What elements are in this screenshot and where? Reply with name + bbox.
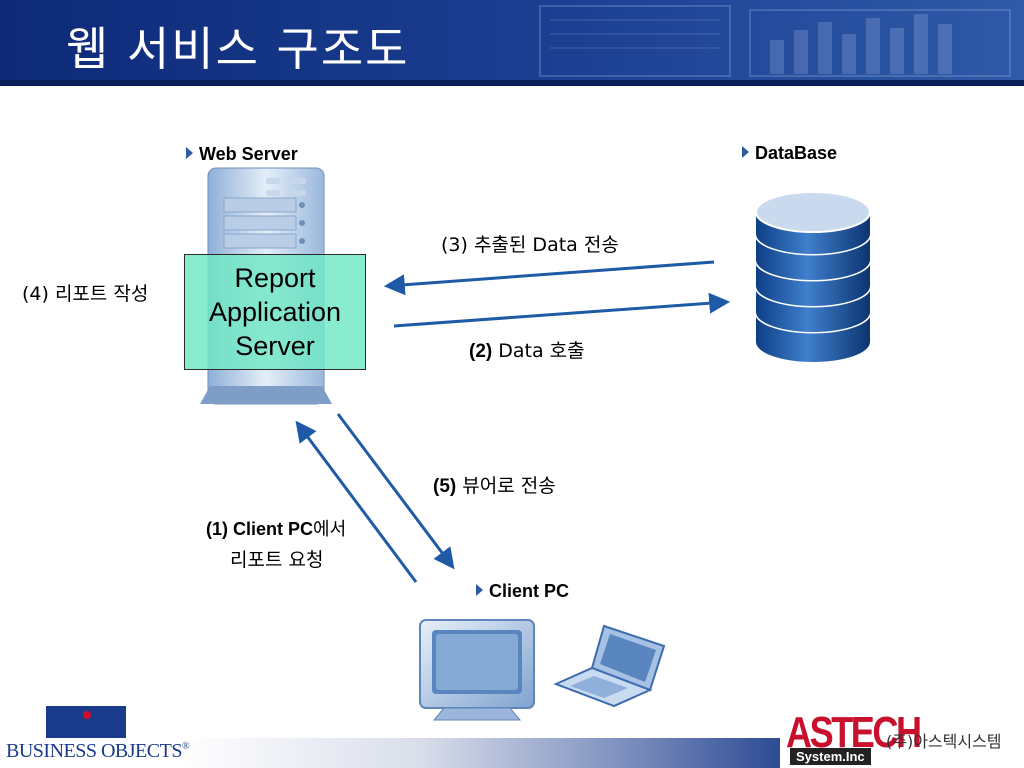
- arrow-client-request: [295, 420, 418, 583]
- business-objects-wordmark: BUSINESS OBJECTS®: [6, 740, 190, 762]
- step2-label: (2) Data 호출: [469, 336, 585, 363]
- step1-label-line1: (1) Client PC에서: [206, 515, 346, 541]
- database-icon: [754, 191, 872, 362]
- bullet-arrow-icon: [186, 147, 193, 159]
- laptop-icon: [553, 624, 666, 708]
- step3-label: (3) 추출된 Data 전송: [441, 234, 619, 256]
- database-label: DataBase: [742, 143, 837, 164]
- step5-label: (5) 뷰어로 전송: [433, 471, 556, 498]
- monitor-icon: [419, 619, 535, 721]
- header-rule: [0, 80, 1024, 86]
- arrow-data-call: [393, 292, 731, 328]
- report-server-label-line3: Server: [235, 331, 315, 361]
- step1-label-line2: 리포트 요청: [230, 549, 324, 571]
- step5-text: 뷰어로 전송: [462, 475, 556, 497]
- bullet-arrow-icon: [742, 146, 749, 158]
- arrow-data-return: [383, 260, 715, 296]
- business-objects-logo: BUSINESS OBJECTS®: [0, 702, 190, 768]
- astech-company-name: (주)아스텍시스템: [886, 732, 1002, 751]
- web-server-label: Web Server: [186, 144, 298, 165]
- business-objects-logo-dot: [83, 711, 91, 719]
- astech-system-tag: System.Inc: [790, 748, 871, 765]
- footer-gradient-bar: [180, 738, 780, 768]
- slide-title: 웹 서비스 구조도: [66, 22, 410, 76]
- step1-number: (1) Client PC: [206, 519, 314, 539]
- astech-logo: ASTECH System.Inc (주)아스텍시스템: [786, 708, 1024, 768]
- report-application-server-box: Report Application Server: [184, 254, 366, 370]
- header-decoration: [539, 5, 1011, 77]
- slide-header: 웹 서비스 구조도: [0, 0, 1024, 86]
- arrow-viewer-send: [336, 413, 455, 570]
- client-pc-label: Client PC: [476, 581, 569, 602]
- step5-number: (5): [433, 476, 457, 497]
- bullet-arrow-icon: [476, 584, 483, 596]
- report-server-label-line1: Report: [234, 263, 316, 293]
- step1-text: 에서: [313, 519, 347, 540]
- step4-label: (4) 리포트 작성: [22, 283, 149, 305]
- step2-number: (2): [469, 341, 493, 362]
- report-server-label-line2: Application: [208, 297, 342, 327]
- step2-text: Data 호출: [498, 340, 585, 362]
